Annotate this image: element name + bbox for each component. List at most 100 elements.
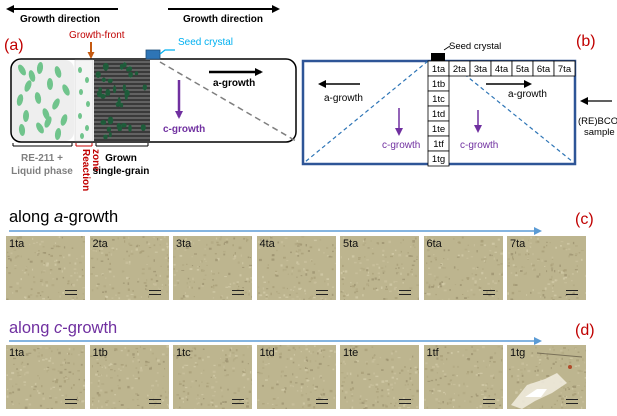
sample-cell-label: 7ta — [558, 64, 572, 75]
sample-cell-1tg — [427, 150, 450, 167]
panel-c-label: (c) — [575, 211, 594, 228]
reaction-particle — [78, 67, 82, 73]
micrograph-texture — [6, 236, 85, 300]
scale-bar — [399, 399, 411, 404]
grain-inclusion — [134, 71, 139, 76]
sample-cell-label: 5ta — [516, 64, 530, 75]
micrograph-1te: 1te — [340, 345, 419, 409]
panel-d-header: along c-growth (d) — [9, 319, 595, 345]
scale-bar — [232, 290, 244, 295]
reaction-label-line1: Reaction — [80, 149, 91, 191]
re211-particle — [18, 64, 26, 76]
sample-label-line2: sample — [584, 127, 615, 138]
scale-bar — [482, 399, 495, 404]
sample-cell-label: 1tc — [432, 94, 445, 105]
re211-particle — [16, 94, 24, 106]
re211-particle — [54, 66, 62, 78]
reaction-particle — [86, 101, 90, 107]
grain-inclusion — [98, 87, 102, 93]
micrograph-label: 1tg — [510, 347, 526, 359]
micrograph-texture — [257, 236, 336, 300]
re211-particle — [24, 80, 32, 92]
scale-bar — [65, 290, 77, 295]
grain-inclusion — [128, 71, 133, 78]
micrograph-5ta: 5ta — [340, 236, 419, 300]
sample-cell-label: 6ta — [537, 64, 551, 75]
panel-d-title: along c-growth — [9, 319, 117, 337]
micrograph-label: 1ta — [9, 238, 25, 250]
micrograph-1tf: 1tf — [423, 345, 503, 409]
sample-cell-label: 1ta — [432, 64, 446, 75]
sample-cell-label: 2ta — [453, 64, 467, 75]
sample-cell-label: 1tg — [432, 154, 445, 165]
micrograph-texture — [507, 236, 586, 300]
micrograph-label: 7ta — [510, 238, 526, 250]
seed-crystal-b — [431, 53, 445, 61]
grain-inclusion — [126, 67, 131, 72]
re211-label-line2: Liquid phase — [11, 166, 73, 177]
grown-label-line1: Grown — [105, 153, 137, 164]
micrograph-1ta: 1ta — [6, 236, 85, 300]
a-growth-right-label: a-growth — [508, 89, 547, 100]
seed-crystal-label: Seed crystal — [178, 37, 233, 48]
grain-inclusion — [101, 77, 107, 83]
growth-front-label: Growth-front — [69, 30, 125, 41]
sample-label-line1: (RE)BCO — [578, 116, 617, 127]
a-growth-label: a-growth — [213, 78, 255, 89]
grain-inclusion — [95, 71, 101, 78]
growth-direction-left-label: Growth direction — [20, 14, 100, 25]
scale-bar — [482, 290, 495, 295]
grain-inclusion — [115, 101, 121, 107]
micrograph-label: 1te — [343, 347, 359, 359]
re211-particle — [54, 128, 62, 140]
scale-bar — [232, 399, 244, 404]
grain-inclusion — [106, 126, 112, 132]
re211-particle — [28, 70, 36, 82]
micrograph-texture — [89, 345, 169, 409]
reaction-particle — [78, 113, 82, 119]
micrograph-4ta: 4ta — [256, 236, 336, 300]
micrograph-texture — [340, 345, 419, 409]
micrograph-7ta: 7ta — [507, 236, 586, 300]
micrograph-1td: 1td — [256, 345, 336, 409]
grain-inclusion — [119, 63, 124, 70]
seed-crystal — [145, 49, 161, 60]
grain-inclusion — [140, 124, 146, 131]
grain-inclusion — [122, 84, 127, 92]
grain-inclusion — [121, 123, 127, 128]
sample-cell-label: 3ta — [474, 64, 488, 75]
scale-bar — [148, 399, 161, 404]
reaction-particle — [85, 77, 89, 83]
scale-bar — [65, 399, 77, 404]
micrograph-texture — [508, 346, 586, 409]
panel-d-label: (d) — [575, 322, 595, 339]
micrograph-2ta: 2ta — [89, 236, 169, 300]
grain-inclusion — [117, 125, 123, 132]
micrograph-texture — [6, 345, 85, 409]
micrograph-texture — [424, 236, 503, 300]
micrograph-texture — [256, 345, 336, 409]
re211-particle — [22, 110, 30, 122]
micrograph-1ta: 1ta — [6, 345, 85, 409]
sample-cell-label: 4ta — [495, 64, 509, 75]
grain-inclusion — [119, 102, 124, 108]
c-growth-right-label: c-growth — [460, 140, 498, 151]
grown-label-line2: single-grain — [93, 166, 150, 177]
grain-inclusion — [105, 89, 111, 96]
grain-inclusion — [96, 90, 102, 98]
grain-inclusion — [103, 63, 107, 68]
re211-particles — [16, 62, 70, 140]
micrograph-label: 1td — [259, 347, 275, 359]
sample-cell-label: 1te — [432, 124, 445, 135]
dashed-left — [304, 60, 429, 163]
growth-sector-boundary — [159, 61, 297, 142]
micrograph-3ta: 3ta — [173, 236, 252, 300]
re211-particle — [36, 122, 44, 134]
c-growth-label: c-growth — [163, 124, 205, 135]
grain-inclusion — [142, 84, 147, 91]
grain-inclusion — [113, 85, 117, 94]
micrograph-label: 6ta — [426, 238, 442, 250]
scale-bar — [315, 290, 328, 295]
